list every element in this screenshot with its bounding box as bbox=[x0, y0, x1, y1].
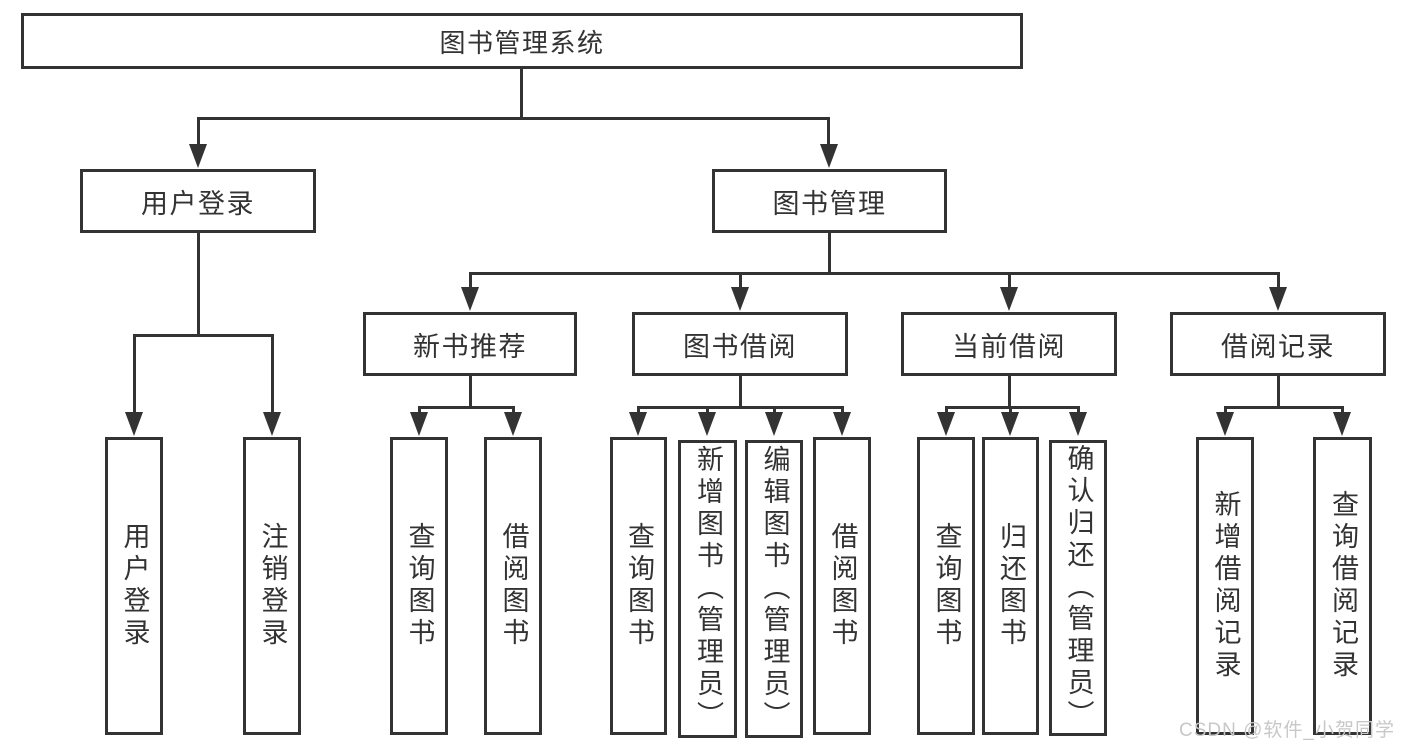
connector-stem bbox=[418, 406, 421, 416]
connector-stem bbox=[197, 117, 200, 147]
arrowhead-down-icon bbox=[731, 287, 749, 311]
leaf-borrow-books: 借阅图书 bbox=[484, 437, 542, 735]
connector-stem bbox=[1341, 406, 1344, 416]
arrowhead-down-icon bbox=[125, 412, 143, 436]
connector-group-trunk bbox=[1277, 376, 1280, 408]
arrowhead-down-icon bbox=[629, 412, 647, 436]
leaf-query-borrowing-record: 查询借阅记录 bbox=[1313, 437, 1372, 735]
connector-stem bbox=[945, 406, 948, 416]
leaf-add-borrowing-record: 新增借阅记录 bbox=[1196, 437, 1254, 735]
arrowhead-down-icon bbox=[263, 412, 281, 436]
node-book-management: 图书管理 bbox=[712, 169, 947, 233]
arrowhead-down-icon bbox=[1001, 412, 1019, 436]
connector-stem bbox=[637, 406, 640, 416]
arrowhead-down-icon bbox=[189, 144, 207, 168]
leaf-edit-book-admin: 编辑图书（管理员） bbox=[745, 440, 803, 738]
leaf-user-login: 用户登录 bbox=[105, 437, 163, 735]
arrowhead-down-icon bbox=[504, 412, 522, 436]
connector-stem bbox=[827, 117, 830, 147]
node-library-management-system: 图书管理系统 bbox=[21, 13, 1023, 69]
connector-group-trunk bbox=[1008, 376, 1011, 408]
connector-level3-bus bbox=[469, 272, 1280, 275]
connector-stem bbox=[271, 334, 274, 414]
connector-stem bbox=[469, 272, 472, 294]
connector-stem bbox=[739, 272, 742, 294]
connector-group-bus bbox=[418, 406, 514, 409]
connector-level2-bus bbox=[197, 117, 830, 120]
arrowhead-down-icon bbox=[1333, 412, 1351, 436]
connector-stem bbox=[841, 406, 844, 416]
node-user-login: 用户登录 bbox=[80, 169, 316, 233]
leaf-borrow-books: 借阅图书 bbox=[813, 437, 871, 735]
connector-group-trunk bbox=[739, 376, 742, 408]
connector-stem bbox=[706, 406, 709, 416]
arrowhead-down-icon bbox=[1000, 287, 1018, 311]
node-book-borrowing: 图书借阅 bbox=[632, 312, 848, 376]
node-new-book-recommendation: 新书推荐 bbox=[363, 312, 577, 376]
csdn-watermark: CSDN @软件_小贺同学 bbox=[1179, 720, 1395, 741]
connector-group-bus bbox=[945, 406, 1079, 409]
arrowhead-down-icon bbox=[833, 412, 851, 436]
node-borrowing-records: 借阅记录 bbox=[1170, 312, 1386, 376]
connector-group-bus bbox=[637, 406, 843, 409]
leaf-query-books: 查询图书 bbox=[917, 437, 975, 735]
connector-group-bus bbox=[1224, 406, 1343, 409]
node-current-borrowing: 当前借阅 bbox=[901, 312, 1117, 376]
arrowhead-down-icon bbox=[461, 287, 479, 311]
connector-root-trunk bbox=[520, 69, 523, 119]
connector-stem bbox=[1224, 406, 1227, 416]
leaf-logout: 注销登录 bbox=[243, 437, 301, 735]
arrowhead-down-icon bbox=[1269, 287, 1287, 311]
leaf-query-books: 查询图书 bbox=[610, 437, 667, 735]
connector-user-login-trunk bbox=[197, 233, 200, 336]
arrowhead-down-icon bbox=[698, 412, 716, 436]
connector-stem bbox=[133, 334, 136, 414]
connector-book-mgmt-trunk bbox=[828, 233, 831, 274]
arrowhead-down-icon bbox=[937, 412, 955, 436]
leaf-confirm-return-admin: 确认归还（管理员） bbox=[1049, 440, 1107, 736]
connector-stem bbox=[1077, 406, 1080, 416]
arrowhead-down-icon bbox=[820, 144, 838, 168]
connector-stem bbox=[1008, 272, 1011, 294]
connector-stem bbox=[1009, 406, 1012, 416]
connector-stem bbox=[1277, 272, 1280, 294]
arrowhead-down-icon bbox=[765, 412, 783, 436]
leaf-add-book-admin: 新增图书（管理员） bbox=[678, 440, 737, 738]
connector-stem bbox=[512, 406, 515, 416]
connector-user-login-bus bbox=[133, 334, 273, 337]
connector-stem bbox=[773, 406, 776, 416]
arrowhead-down-icon bbox=[1216, 412, 1234, 436]
leaf-return-book: 归还图书 bbox=[982, 437, 1039, 735]
connector-group-trunk bbox=[469, 376, 472, 408]
arrowhead-down-icon bbox=[1069, 412, 1087, 436]
arrowhead-down-icon bbox=[410, 412, 428, 436]
leaf-query-books: 查询图书 bbox=[390, 437, 448, 735]
